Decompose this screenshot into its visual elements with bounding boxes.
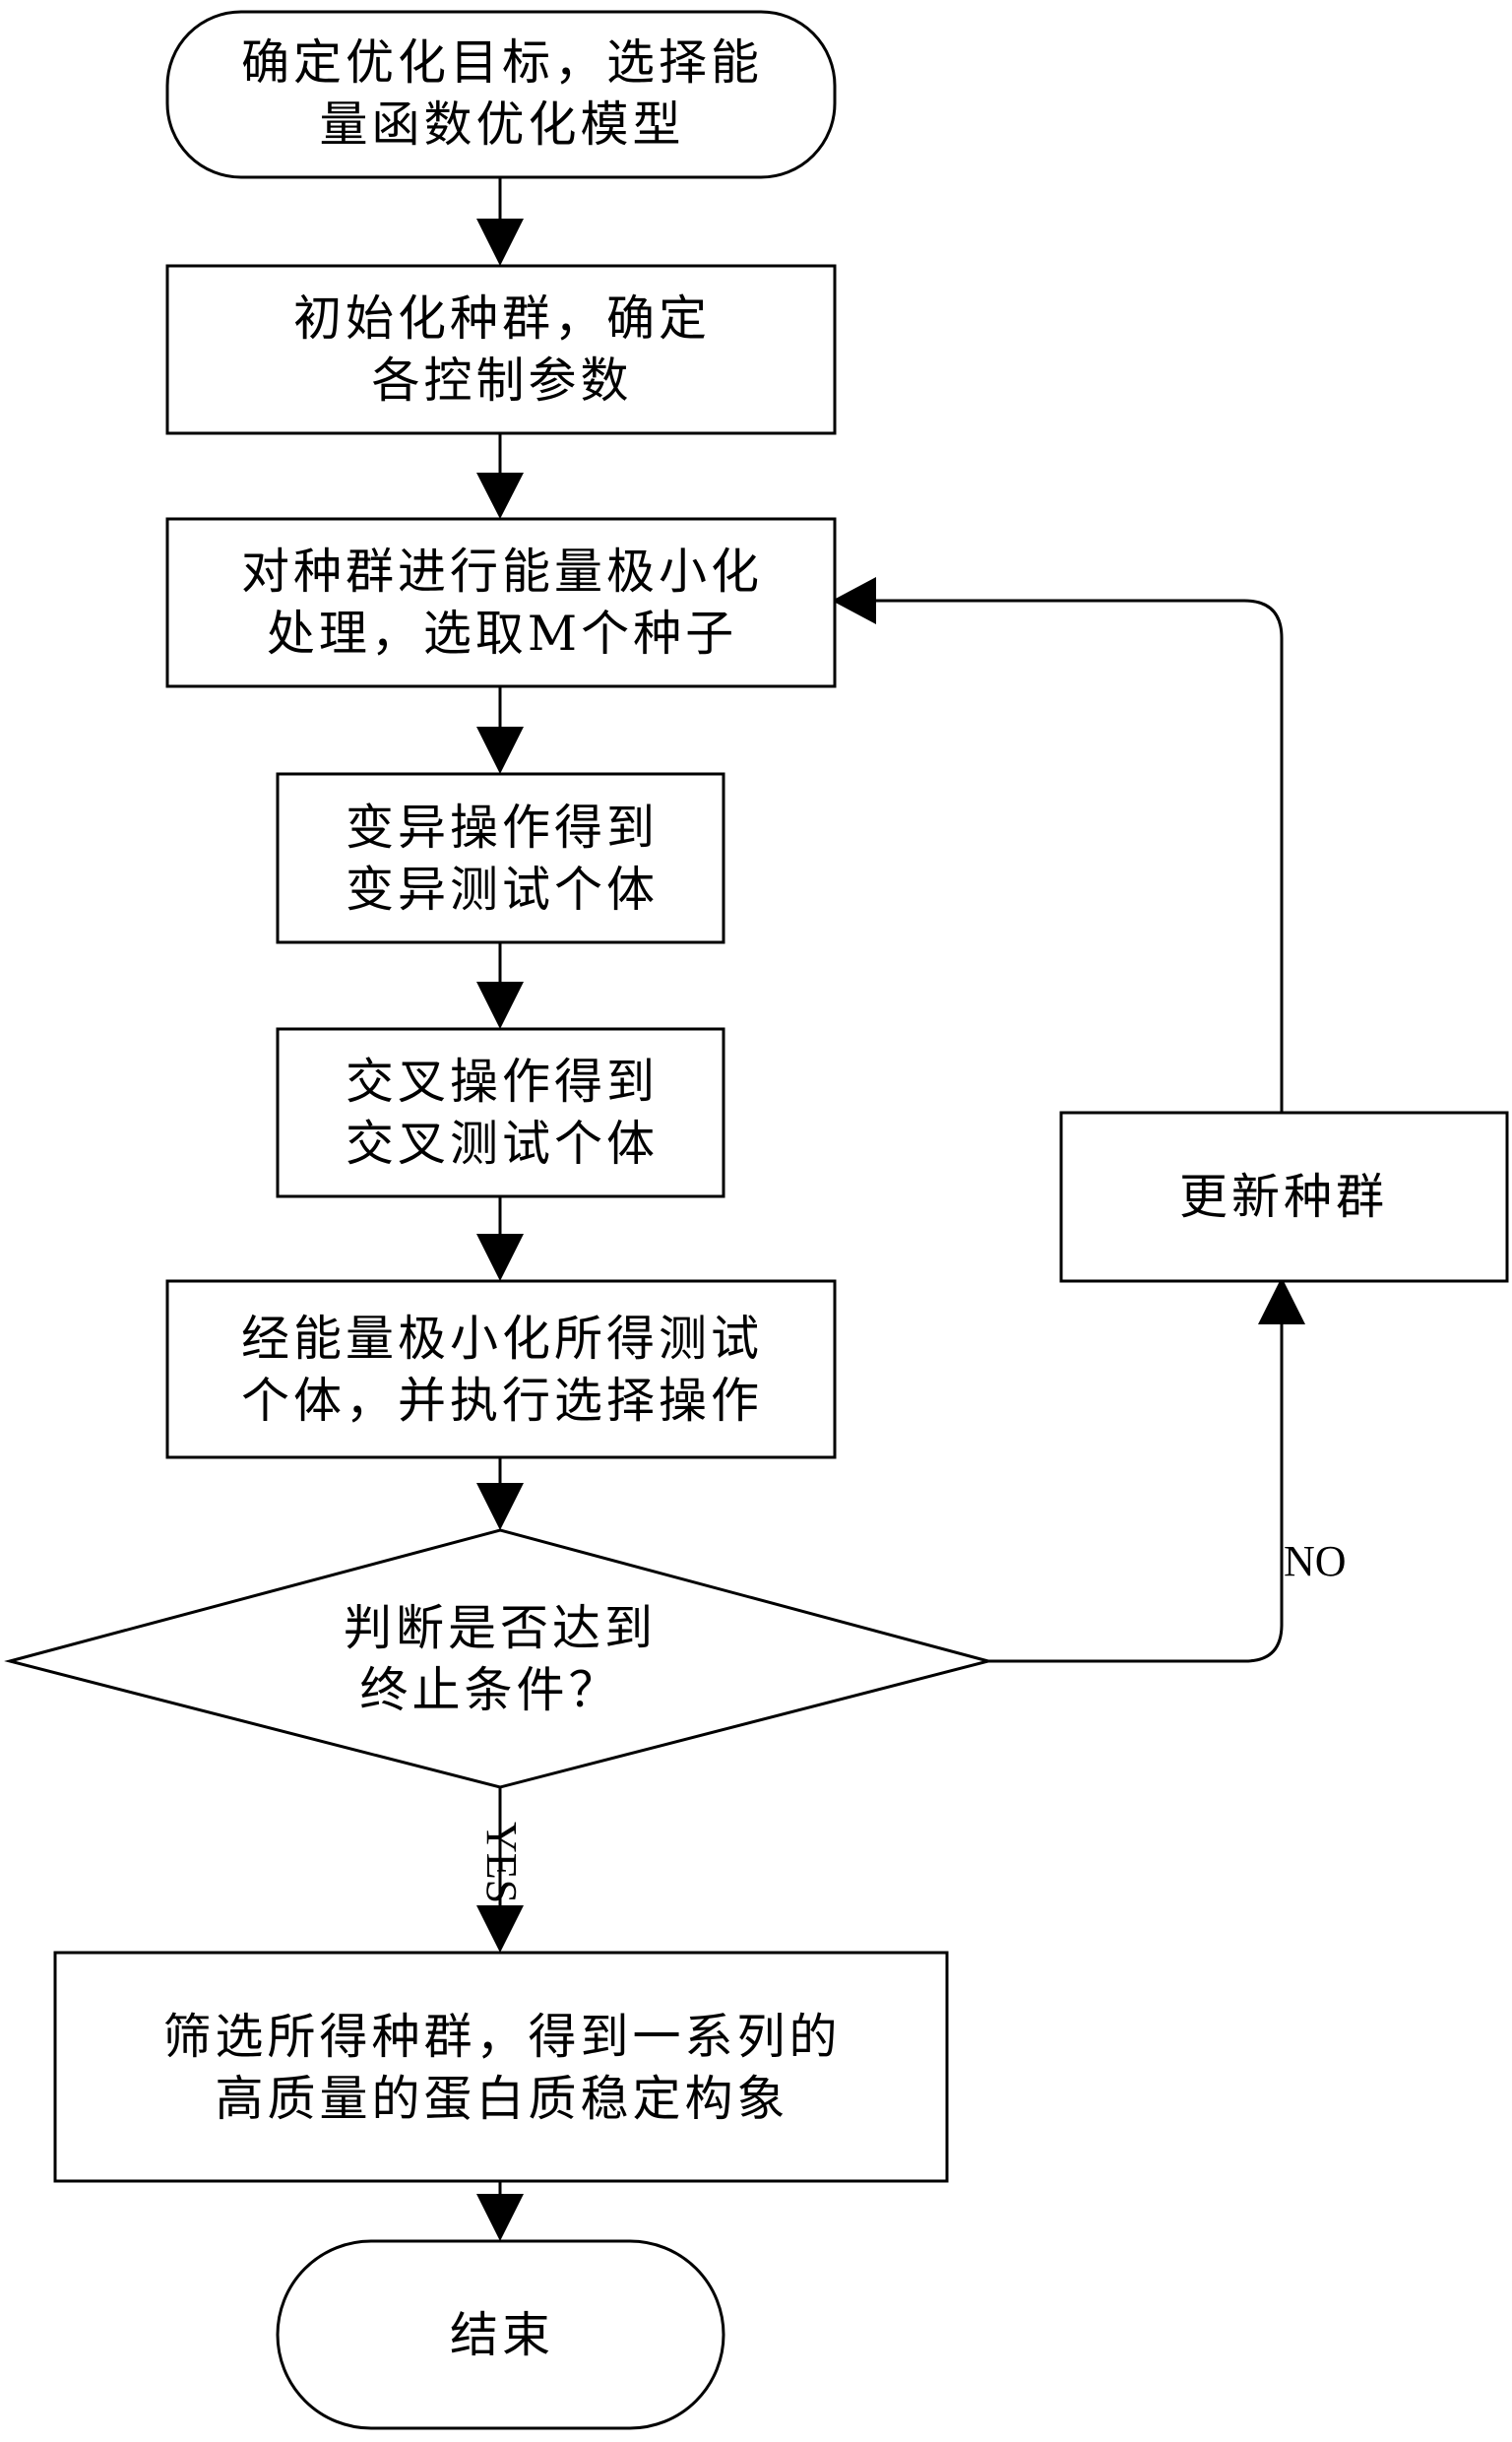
node-start-line-2: 量函数优化模型 xyxy=(319,96,684,153)
node-mutation-line-1: 变异操作得到 xyxy=(346,800,659,856)
arrow-head-update xyxy=(1258,1277,1305,1324)
node-selection-line-1: 经能量极小化所得测试 xyxy=(241,1311,763,1367)
arrow-head-end xyxy=(476,2194,524,2241)
node-crossover-line-2: 交叉测试个体 xyxy=(346,1116,659,1172)
no-label: NO xyxy=(1284,1537,1347,1585)
node-filter-shape xyxy=(55,1953,947,2181)
node-crossover-line-1: 交叉操作得到 xyxy=(346,1054,659,1110)
node-decision-shape xyxy=(10,1530,988,1787)
node-selection-shape xyxy=(167,1281,835,1457)
arrow-head-init xyxy=(476,219,524,266)
edge-decision-to-update xyxy=(988,1324,1282,1661)
node-minimize-line-2: 处理，选取M个种子 xyxy=(267,606,737,662)
arrow-head-minimize xyxy=(476,473,524,519)
node-filter-line-2: 高质量的蛋白质稳定构象 xyxy=(215,2071,788,2127)
arrow-head-loop xyxy=(832,577,876,624)
arrow-head-decision xyxy=(476,1483,524,1530)
edge-update-to-minimize xyxy=(871,601,1282,1113)
node-mutation-line-2: 变异测试个体 xyxy=(346,862,659,918)
node-decision-line-2: 终止条件？ xyxy=(359,1662,620,1718)
node-start-line-1: 确定优化目标，选择能 xyxy=(241,34,763,91)
node-update-label: 更新种群 xyxy=(1179,1169,1388,1225)
node-minimize-line-1: 对种群进行能量极小化 xyxy=(241,544,763,600)
node-init-line-1: 初始化种群，确定 xyxy=(293,290,711,347)
yes-label: YES xyxy=(477,1822,526,1903)
arrow-head-filter xyxy=(476,1905,524,1953)
node-selection-line-2: 个体，并执行选择操作 xyxy=(241,1373,763,1429)
arrow-head-selection xyxy=(476,1234,524,1281)
node-init-line-2: 各控制参数 xyxy=(371,353,632,409)
node-end-label: 结束 xyxy=(450,2307,554,2363)
node-decision-line-1: 判断是否达到 xyxy=(344,1600,657,1656)
node-filter-line-1: 筛选所得种群，得到一系列的 xyxy=(162,2009,841,2065)
arrow-head-mutation xyxy=(476,727,524,774)
arrow-head-crossover xyxy=(476,982,524,1029)
